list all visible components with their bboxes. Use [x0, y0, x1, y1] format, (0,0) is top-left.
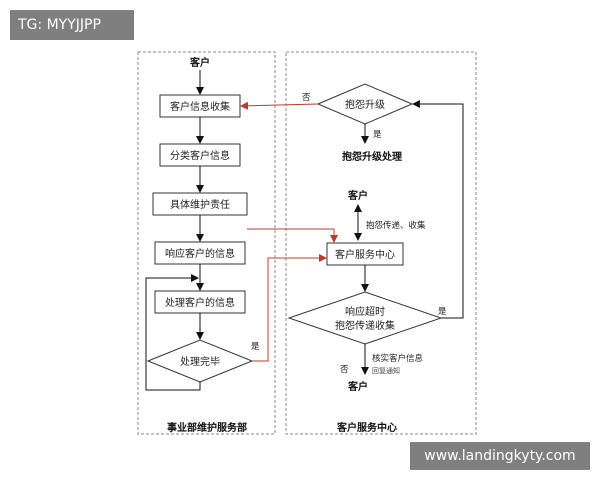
decision-complaint-upgrade-label: 抱怨升级 [345, 98, 385, 111]
watermark-bottom-right: www.landingkyty.com [410, 442, 590, 470]
red-arrow-finished-to-service [252, 254, 327, 362]
box-respond-info-label: 响应客户的信息 [165, 247, 235, 260]
decision-finished-label: 处理完毕 [180, 355, 220, 368]
left-customer-label: 客户 [189, 56, 210, 69]
red-arrow-responsibility-to-service [247, 228, 338, 243]
red-arrow-upgrade-no [240, 101, 319, 110]
loop-back-arrow [145, 274, 201, 391]
upgrade-handling-label: 抱怨升级处理 [342, 150, 402, 163]
decision-timeout-line1: 响应超时 [345, 305, 385, 318]
left-lane-footer: 事业部维护服务部 [167, 421, 247, 434]
box-responsibility-label: 具体维护责任 [170, 198, 230, 211]
watermark-top-left: TG: MYYJJPP [10, 10, 134, 40]
transfer-note: 抱怨传递、收集 [366, 220, 426, 231]
box-classify-info-label: 分类客户信息 [170, 149, 230, 162]
right-lane-footer: 客户服务中心 [336, 421, 397, 434]
decision-timeout-line2: 抱怨传递收集 [335, 319, 395, 332]
timeout-yes-label: 是 [438, 307, 447, 317]
left-lane-border [137, 51, 276, 435]
right-customer-bottom: 客户 [347, 380, 368, 393]
upgrade-yes-label: 是 [373, 130, 382, 140]
box-handle-info-label: 处理客户的信息 [165, 296, 235, 309]
box-service-center-label: 客户服务中心 [335, 248, 395, 261]
verify-note2: 回复通知 [372, 366, 400, 375]
right-lane-border [285, 51, 477, 435]
arrow-timeout-yes [412, 100, 464, 319]
verify-note: 核实客户信息 [372, 353, 424, 364]
finished-yes-label: 是 [251, 342, 260, 352]
box-collect-info-label: 客户信息收集 [170, 100, 230, 113]
timeout-no-label: 否 [340, 365, 349, 375]
upgrade-no-label: 否 [302, 93, 311, 103]
right-customer-top: 客户 [347, 189, 368, 202]
decision-timeout [287, 291, 443, 345]
